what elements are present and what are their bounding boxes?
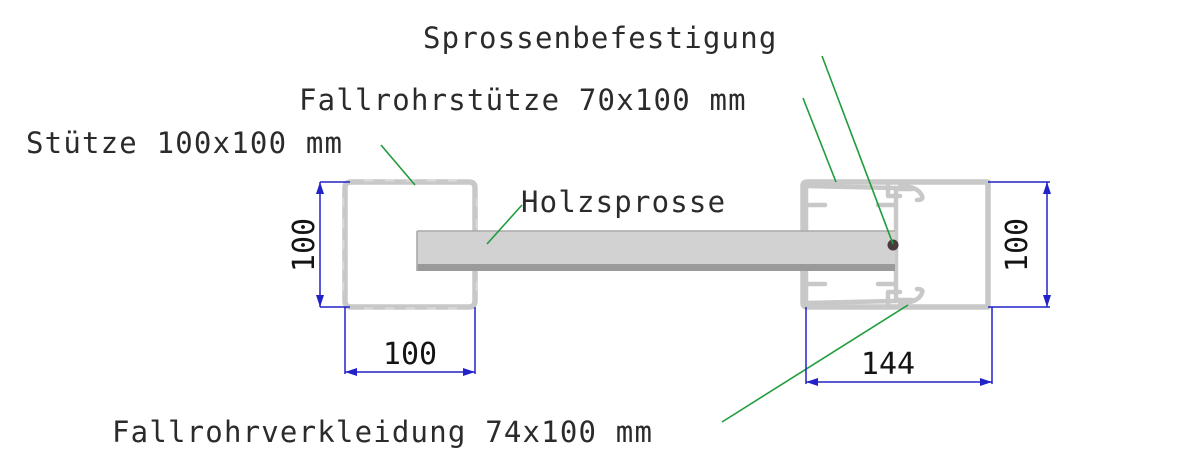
label-stuetze: Stütze 100x100 mm (26, 126, 343, 160)
dim-right-height-value: 100 (1000, 218, 1035, 272)
timber-rung-underside (417, 264, 895, 271)
dim-left-width-arrow-right (463, 368, 475, 376)
timber-rung-body (417, 231, 895, 264)
support-top-wall (803, 183, 899, 191)
dim-left-width-value: 100 (383, 337, 437, 372)
downpipe-cladding-profile (800, 179, 991, 310)
dim-right-height-arrow-bottom (1043, 295, 1051, 307)
left-column-notches (342, 179, 478, 310)
label-holzsprosse: Holzsprosse (521, 185, 726, 219)
leader-stuetze (380, 144, 416, 186)
dimension-right-height: 100 (988, 181, 1051, 308)
dim-left-width-arrow-left (345, 368, 357, 376)
dim-right-width-arrow-right (980, 378, 992, 386)
left-column-profile (342, 179, 478, 310)
cladding-clip-details (885, 179, 925, 310)
downpipe-cladding-outline (800, 179, 991, 310)
support-bottom-wall (803, 298, 899, 306)
top-clip-bracket (885, 179, 903, 199)
dimension-left-height: 100 (287, 181, 350, 308)
support-internal-flanges (804, 202, 898, 287)
leader-fallrohrstuetze (802, 97, 837, 183)
leader-sprossenbefestigung (821, 55, 894, 245)
leader-lines-group (380, 55, 909, 423)
dim-left-height-arrow-bottom (316, 295, 324, 307)
dim-right-height-arrow-top (1043, 182, 1051, 194)
bottom-clip-bracket (885, 289, 903, 310)
dim-left-height-value: 100 (287, 218, 322, 272)
dimension-left-width: 100 (344, 307, 476, 376)
timber-rung-beam (416, 230, 895, 271)
dim-right-width-value: 144 (861, 347, 915, 382)
label-fallrohrverkleidung: Fallrohrverkleidung 74x100 mm (112, 415, 653, 449)
dim-right-width-arrow-left (806, 378, 818, 386)
label-fallrohrstuetze: Fallrohrstütze 70x100 mm (299, 83, 747, 117)
left-column-outline (342, 179, 478, 310)
dimension-right-width: 144 (805, 307, 993, 386)
label-sprossenbefestigung: Sprossenbefestigung (423, 21, 778, 55)
rung-fastener-dot (887, 239, 899, 251)
dim-left-height-arrow-top (316, 182, 324, 194)
leader-holzsprosse (486, 204, 523, 245)
leader-fallrohrverkleidung (721, 304, 909, 423)
